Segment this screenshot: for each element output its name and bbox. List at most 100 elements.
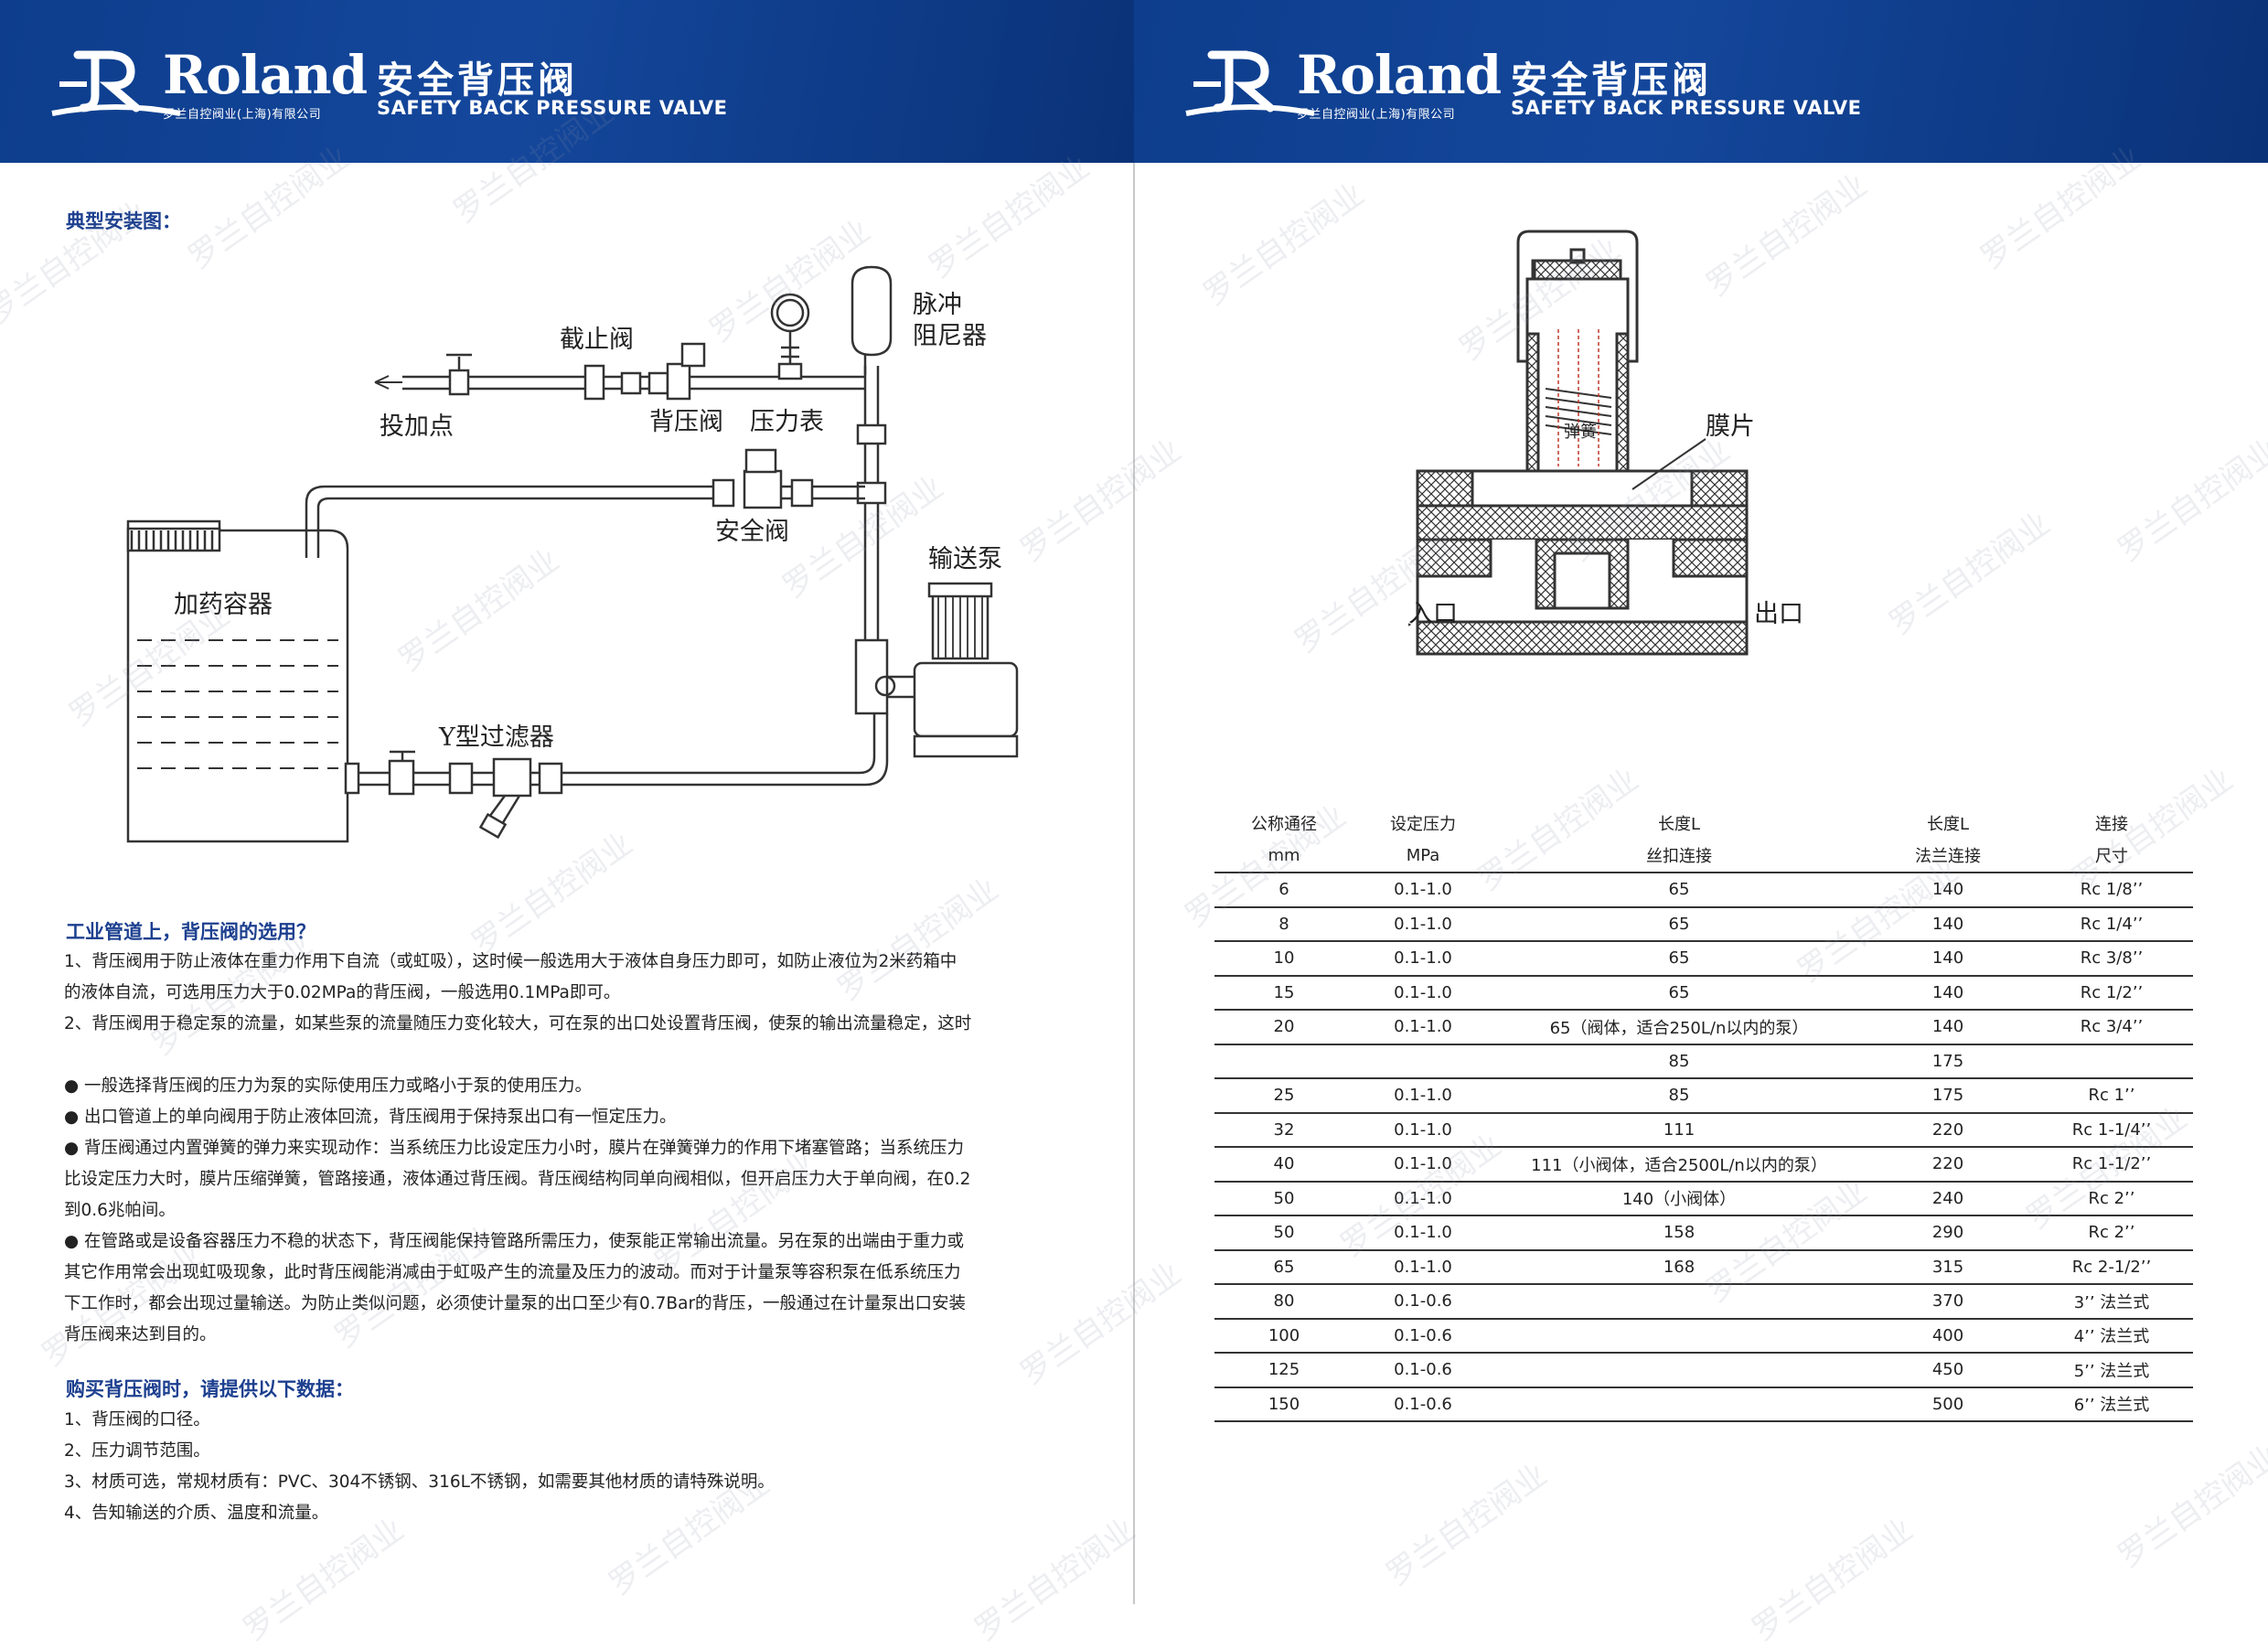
label-diaphragm: 膜片 [1706,412,1755,441]
table-cell: 175 [1866,1044,2030,1079]
table-cell: 140（小阀体） [1492,1181,1866,1216]
table-cell: 5’’ 法兰式 [2030,1353,2193,1388]
table-cell: 85 [1492,1044,1866,1079]
table-cell: 0.1-1.0 [1353,1147,1492,1183]
header-title-en: SAFETY BACK PRESSURE VALVE [1511,97,1862,119]
purchase-item: 2、压力调节范围。 [64,1441,210,1461]
page-header: Roland 罗兰自控阀业(上海)有限公司 安全背压阀 SAFETY BACK … [0,0,1134,163]
table-cell: 3’’ 法兰式 [2030,1284,2193,1320]
table-header-row: mm MPa 丝扣连接 法兰连接 尺寸 [1214,839,2193,873]
table-cell: Rc 3/4’’ [2030,1010,2193,1045]
table-cell: 40 [1214,1147,1353,1183]
table-cell: 125 [1214,1353,1353,1388]
table-cell [1353,1044,1492,1079]
table-cell: Rc 2’’ [2030,1215,2193,1251]
page-header: Roland 罗兰自控阀业(上海)有限公司 安全背压阀 SAFETY BACK … [1134,0,2268,163]
table-cell: 290 [1866,1215,2030,1251]
header-title-cn: 安全背压阀 [1511,59,1712,102]
table-cell: 25 [1214,1078,1353,1114]
table-cell: 6’’ 法兰式 [2030,1387,2193,1422]
selection-title: 工业管道上，背压阀的选用？ [66,921,316,943]
table-cell: 32 [1214,1112,1353,1148]
table-cell [1492,1284,1866,1320]
table-cell: 65 [1492,906,1866,942]
label-spring: 弹簧 [1564,423,1597,442]
brand-company-cn: 罗兰自控阀业(上海)有限公司 [1297,108,1456,122]
table-cell: 0.1-1.0 [1353,1215,1492,1251]
table-cell: Rc 1-1/4’’ [2030,1112,2193,1148]
table-cell [1214,1044,1353,1079]
table-cell: 0.1-0.6 [1353,1353,1492,1388]
label-stop-valve: 截止阀 [560,326,634,354]
purchase-item: 3、材质可选，常规材质有：PVC、304不锈钢、316L不锈钢，如需要其他材质的… [64,1472,775,1492]
table-cell: 140 [1866,975,2030,1011]
selection-line: 其它作用常会出现虹吸现象，此时背压阀能消减由于虹吸产生的流量及压力的波动。而对于… [64,1263,961,1282]
table-header-cell: 设定压力 [1390,814,1456,834]
brand-name: Roland [163,44,368,106]
left-page: Roland 罗兰自控阀业(上海)有限公司 安全背压阀 SAFETY BACK … [0,0,1134,1604]
table-cell: 140 [1866,873,2030,908]
label-y-filter: Y型过滤器 [438,723,554,752]
purchase-list: 1、背压阀的口径。 2、压力调节范围。 3、材质可选，常规材质有：PVC、304… [64,1405,1070,1529]
table-cell: 65 [1492,975,1866,1011]
label-pulse-damper-1: 脉冲 [913,291,962,319]
table-cell: 0.1-1.0 [1353,873,1492,908]
table-cell: 111 [1492,1112,1866,1148]
table-cell: 10 [1214,941,1353,977]
table-cell: 0.1-1.0 [1353,1112,1492,1148]
table-header-cell: 长度L [1657,814,1701,834]
label-dosing-tank: 加药容器 [174,591,273,619]
selection-line: 1、背压阀用于防止液体在重力作用下自流（或虹吸），这时候一般选用大于液体自身压力… [64,952,957,971]
table-cell: 140 [1866,1010,2030,1045]
selection-paragraphs: 1、背压阀用于防止液体在重力作用下自流（或虹吸），这时候一般选用大于液体自身压力… [64,947,1070,1351]
table-header-cell: 连接 [2095,814,2128,834]
table-cell: 111（小阀体，适合2500L/n以内的泵） [1492,1147,1866,1183]
table-header-cell: mm [1214,839,1353,873]
purchase-item: 4、告知输送的介质、温度和流量。 [64,1504,329,1523]
table-cell: 0.1-1.0 [1353,975,1492,1011]
table-cell: Rc 2’’ [2030,1181,2193,1216]
table-header-cell: 公称通径 [1251,814,1317,834]
table-cell: 0.1-0.6 [1353,1318,1492,1354]
table-cell: 175 [1866,1078,2030,1114]
valve-section-diagram: 弹簧 膜片 入口 出口 [1408,230,1803,656]
table-cell: 0.1-1.0 [1353,1010,1492,1045]
installation-diagram: 截止阀 投加点 背压阀 压力表 脉冲 阻尼器 安全阀 加药容器 输送泵 Y型过滤… [126,265,1019,843]
page-divider [1133,163,1135,1604]
purchase-title: 购买背压阀时，请提供以下数据： [66,1378,354,1400]
table-header-row: 公称通径 设定压力 长度L 长度L 连接 [1214,807,2193,840]
table-cell: 315 [1866,1249,2030,1285]
table-cell: 50 [1214,1215,1353,1251]
label-delivery-pump: 输送泵 [928,545,1002,573]
right-page: Roland 罗兰自控阀业(上海)有限公司 安全背压阀 SAFETY BACK … [1134,0,2268,1604]
install-title: 典型安装图： [66,210,181,232]
table-cell: 140 [1866,941,2030,977]
selection-line: 下工作时，都会出现过量输送。为防止类似问题，必须使计量泵的出口至少有0.7Bar… [64,1294,967,1313]
table-cell: 240 [1866,1181,2030,1216]
selection-line [64,1040,1070,1071]
table-cell: 370 [1866,1284,2030,1320]
table-cell [1492,1387,1866,1422]
table-cell: 15 [1214,975,1353,1011]
table-cell: 0.1-0.6 [1353,1284,1492,1320]
table-cell: 4’’ 法兰式 [2030,1318,2193,1354]
table-cell: 220 [1866,1112,2030,1148]
label-dosing-point: 投加点 [380,412,454,441]
table-cell: 65（阀体，适合250L/n以内的泵） [1492,1010,1866,1045]
dosing-tank [126,519,349,843]
table-cell [1492,1318,1866,1354]
table-cell: 150 [1214,1387,1353,1422]
table-cell: 168 [1492,1249,1866,1285]
table-cell: Rc 1’’ [2030,1078,2193,1114]
table-cell [2030,1044,2193,1079]
